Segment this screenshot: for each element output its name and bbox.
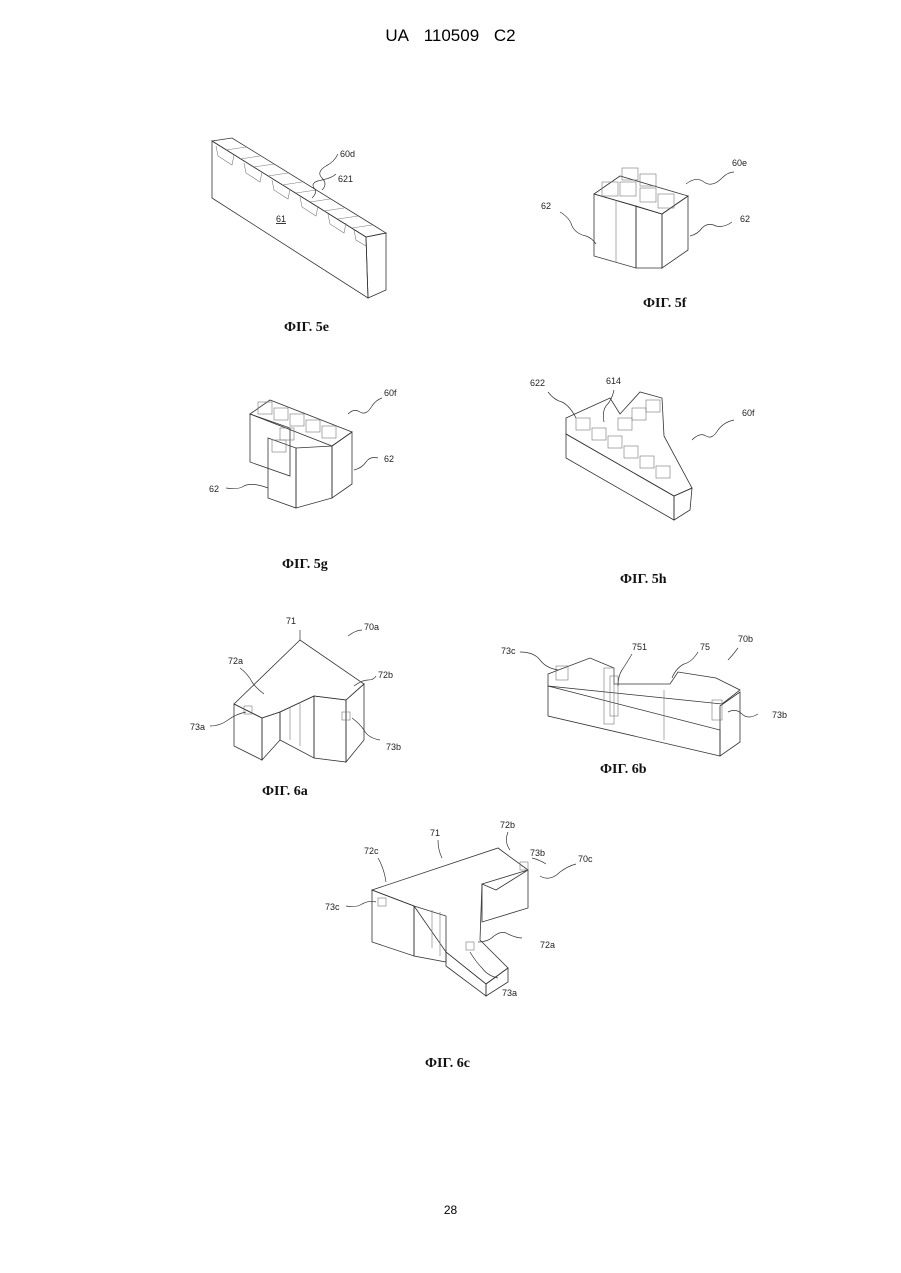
- label-751: 751: [632, 642, 647, 652]
- caption-fig-5f: ФІГ. 5f: [643, 296, 686, 312]
- caption-fig-6c: ФІГ. 6c: [425, 1056, 470, 1072]
- label-72a-6a: 72a: [228, 656, 243, 666]
- label-73c-6b: 73c: [501, 646, 516, 656]
- label-71-6a: 71: [286, 616, 296, 626]
- label-70c: 70c: [578, 854, 593, 864]
- label-62-left-5g: 62: [209, 484, 219, 494]
- label-62-right-5g: 62: [384, 454, 394, 464]
- label-73b-6b: 73b: [772, 710, 787, 720]
- label-71-6c: 71: [430, 828, 440, 838]
- caption-fig-5g: ФІГ. 5g: [282, 557, 328, 573]
- fig-5h-drawing: 622 614 60f: [530, 376, 755, 520]
- caption-fig-5e: ФІГ. 5e: [284, 320, 329, 336]
- label-73b-6a: 73b: [386, 742, 401, 752]
- label-60d: 60d: [340, 149, 355, 159]
- label-60f-5g: 60f: [384, 388, 397, 398]
- label-73a-6a: 73a: [190, 722, 205, 732]
- fig-6a-drawing: 71 70a 72a 72b 73a 73b: [190, 616, 401, 762]
- label-62-right: 62: [740, 214, 750, 224]
- fig-6c-drawing: 71 72b 72c 73b 70c 73c 72a 73a: [325, 820, 593, 998]
- label-614: 614: [606, 376, 621, 386]
- label-72b-6c: 72b: [500, 820, 515, 830]
- label-622: 622: [530, 378, 545, 388]
- label-60e: 60e: [732, 158, 747, 168]
- label-73c-6c: 73c: [325, 902, 340, 912]
- page-number: 28: [0, 1203, 901, 1217]
- label-73a-6c: 73a: [502, 988, 517, 998]
- fig-5f-drawing: 60e 62 62: [541, 158, 750, 268]
- label-61: 61: [276, 214, 286, 224]
- fig-5g-drawing: 60f 62 62: [209, 388, 397, 508]
- label-73b-6c: 73b: [530, 848, 545, 858]
- caption-fig-6a: ФІГ. 6a: [262, 784, 308, 800]
- label-60f-5h: 60f: [742, 408, 755, 418]
- label-72a-6c: 72a: [540, 940, 555, 950]
- fig-5e-drawing: 60d 621 61: [212, 138, 386, 298]
- label-621: 621: [338, 174, 353, 184]
- label-72c: 72c: [364, 846, 379, 856]
- caption-fig-6b: ФІГ. 6b: [600, 762, 647, 778]
- fig-6b-drawing: 73c 751 75 70b 73b: [501, 634, 787, 756]
- label-72b-6a: 72b: [378, 670, 393, 680]
- label-62-left: 62: [541, 201, 551, 211]
- label-70b: 70b: [738, 634, 753, 644]
- label-70a: 70a: [364, 622, 379, 632]
- caption-fig-5h: ФІГ. 5h: [620, 572, 667, 588]
- label-75: 75: [700, 642, 710, 652]
